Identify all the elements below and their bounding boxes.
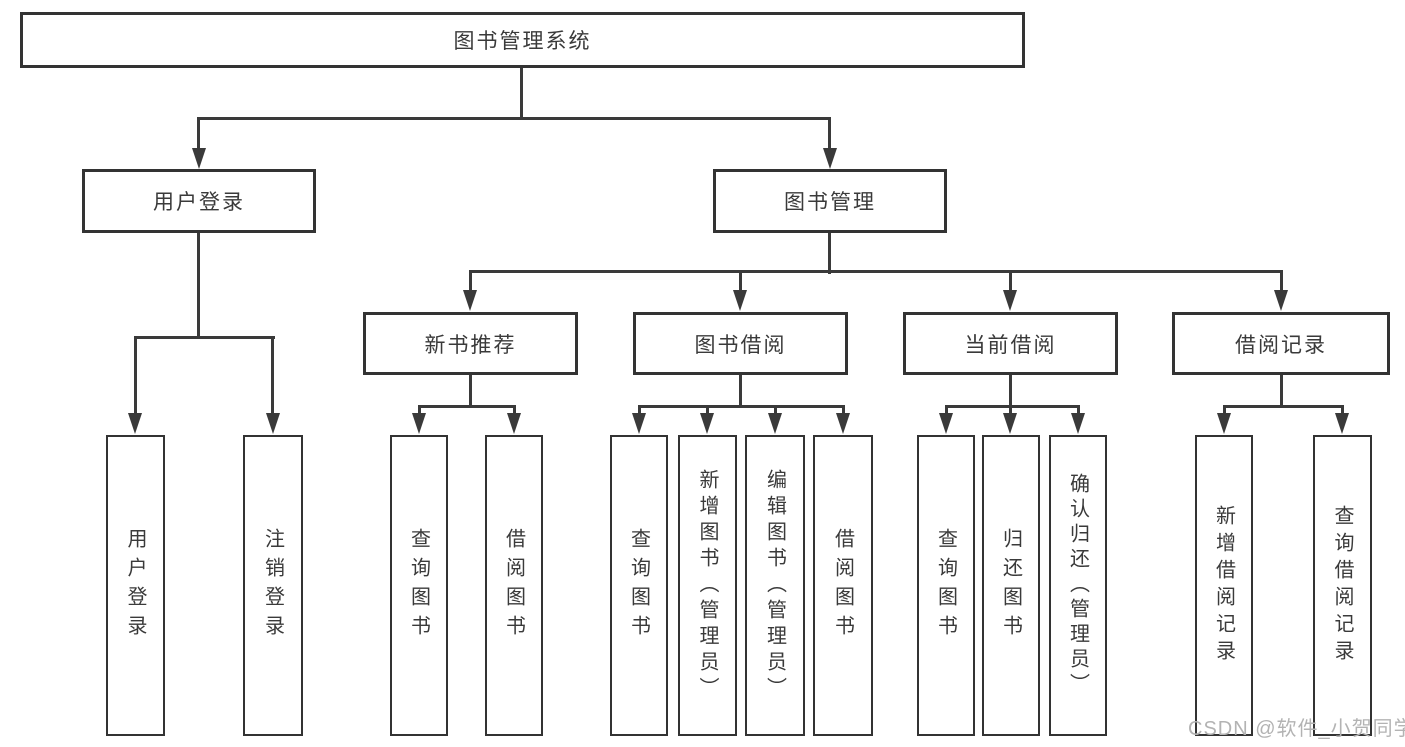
arrowhead-return-book (1003, 413, 1017, 434)
connector-level1-split (198, 117, 831, 120)
connector-drop-confirm-return (1077, 405, 1080, 417)
leaf-add-borrow-record-label: 新增借阅记录 (1212, 504, 1235, 667)
arrowhead-leaf-user-login (128, 413, 142, 434)
connector-current-borrow-stem (1009, 375, 1012, 408)
leaf-add-borrow-record: 新增借阅记录 (1195, 435, 1253, 736)
connector-level3-split (469, 270, 1283, 273)
node-current-borrow-label: 当前借阅 (964, 333, 1057, 357)
connector-book-borrow-split (638, 405, 845, 408)
node-user-login-label: 用户登录 (153, 191, 245, 214)
connector-drop-add-record (1223, 405, 1226, 417)
leaf-logout: 注销登录 (243, 435, 303, 736)
leaf-borrow-book-newbook-label: 借阅图书 (502, 527, 525, 644)
connector-borrow-record-stem (1280, 375, 1283, 408)
connector-user-login-split (134, 336, 275, 339)
connector-drop-edit-book (774, 405, 777, 417)
arrowhead-book-management (823, 148, 837, 169)
leaf-logout-label: 注销登录 (261, 527, 284, 644)
arrowhead-add-record (1217, 413, 1231, 434)
node-new-book-recommend: 新书推荐 (363, 312, 578, 375)
leaf-confirm-return-admin-label: 确认归还（管理员） (1066, 473, 1089, 698)
leaf-add-book-admin: 新增图书（管理员） (678, 435, 737, 736)
connector-drop-return-book (1009, 405, 1012, 417)
connector-drop-query-book-2 (638, 405, 641, 417)
leaf-query-book-borrow-label: 查询图书 (627, 527, 650, 644)
node-book-management-label: 图书管理 (784, 191, 876, 214)
leaf-return-book: 归还图书 (982, 435, 1040, 736)
node-book-borrow-label: 图书借阅 (694, 333, 787, 357)
arrowhead-leaf-logout (266, 413, 280, 434)
leaf-add-book-admin-label: 新增图书（管理员） (696, 468, 718, 703)
leaf-borrow-book-borrow-label: 借阅图书 (831, 527, 854, 644)
connector-book-management-stem (828, 233, 831, 274)
arrowhead-user-login (192, 148, 206, 169)
connector-borrow-record-split (1223, 405, 1344, 408)
leaf-query-borrow-record: 查询借阅记录 (1313, 435, 1372, 736)
connector-drop-query-record (1341, 405, 1344, 417)
csdn-watermark: CSDN @软件_小贺同学 (1188, 718, 1405, 740)
leaf-query-book-newbook: 查询图书 (390, 435, 448, 736)
connector-drop-add-book (706, 405, 709, 417)
connector-drop-book-borrow (739, 270, 742, 294)
connector-drop-borrow-record (1280, 270, 1283, 294)
connector-drop-new-book (469, 270, 472, 294)
arrowhead-add-book (700, 413, 714, 434)
leaf-query-book-current-label: 查询图书 (934, 527, 957, 644)
node-current-borrow: 当前借阅 (903, 312, 1118, 375)
leaf-borrow-book-borrow: 借阅图书 (813, 435, 873, 736)
leaf-query-book-newbook-label: 查询图书 (407, 527, 430, 644)
arrowhead-borrow-book-2 (836, 413, 850, 434)
arrowhead-borrow-record (1274, 290, 1288, 311)
leaf-query-borrow-record-label: 查询借阅记录 (1331, 504, 1353, 667)
connector-new-book-split (418, 405, 516, 408)
node-root-label: 图书管理系统 (453, 30, 592, 53)
arrowhead-current-borrow (1003, 290, 1017, 311)
connector-current-borrow-split (945, 405, 1080, 408)
leaf-borrow-book-newbook: 借阅图书 (485, 435, 543, 736)
leaf-user-login-label: 用户登录 (124, 527, 146, 644)
connector-root-stem (520, 68, 523, 120)
connector-drop-current-borrow (1009, 270, 1012, 294)
node-new-book-recommend-label: 新书推荐 (424, 333, 517, 357)
connector-drop-leaf-user-login (134, 336, 137, 416)
connector-drop-query-book-3 (945, 405, 948, 417)
node-user-login: 用户登录 (82, 169, 316, 233)
leaf-user-login: 用户登录 (106, 435, 165, 736)
node-book-management: 图书管理 (713, 169, 947, 233)
connector-book-borrow-stem (739, 375, 742, 408)
leaf-confirm-return-admin: 确认归还（管理员） (1049, 435, 1107, 736)
leaf-edit-book-admin: 编辑图书（管理员） (745, 435, 805, 736)
connector-user-login-stem (197, 233, 200, 339)
node-borrow-record-label: 借阅记录 (1235, 333, 1327, 357)
leaf-return-book-label: 归还图书 (999, 527, 1022, 644)
arrowhead-query-book-2 (632, 413, 646, 434)
leaf-query-book-current: 查询图书 (917, 435, 975, 736)
arrowhead-query-record (1335, 413, 1349, 434)
connector-drop-borrow-book-1 (513, 405, 516, 417)
connector-new-book-stem (469, 375, 472, 408)
connector-drop-book-management (828, 117, 831, 153)
node-root: 图书管理系统 (20, 12, 1025, 68)
arrowhead-query-book-3 (939, 413, 953, 434)
arrowhead-query-book-1 (412, 413, 426, 434)
connector-drop-borrow-book-2 (842, 405, 845, 417)
arrowhead-edit-book (768, 413, 782, 434)
leaf-edit-book-admin-label: 编辑图书（管理员） (763, 468, 786, 703)
connector-drop-leaf-logout (271, 336, 274, 416)
node-borrow-record: 借阅记录 (1172, 312, 1390, 375)
connector-drop-user-login (197, 117, 200, 153)
arrowhead-borrow-book-1 (507, 413, 521, 434)
arrowhead-confirm-return (1071, 413, 1085, 434)
connector-drop-query-book-1 (418, 405, 421, 417)
node-book-borrow: 图书借阅 (633, 312, 848, 375)
leaf-query-book-borrow: 查询图书 (610, 435, 668, 736)
arrowhead-book-borrow (733, 290, 747, 311)
arrowhead-new-book (463, 290, 477, 311)
